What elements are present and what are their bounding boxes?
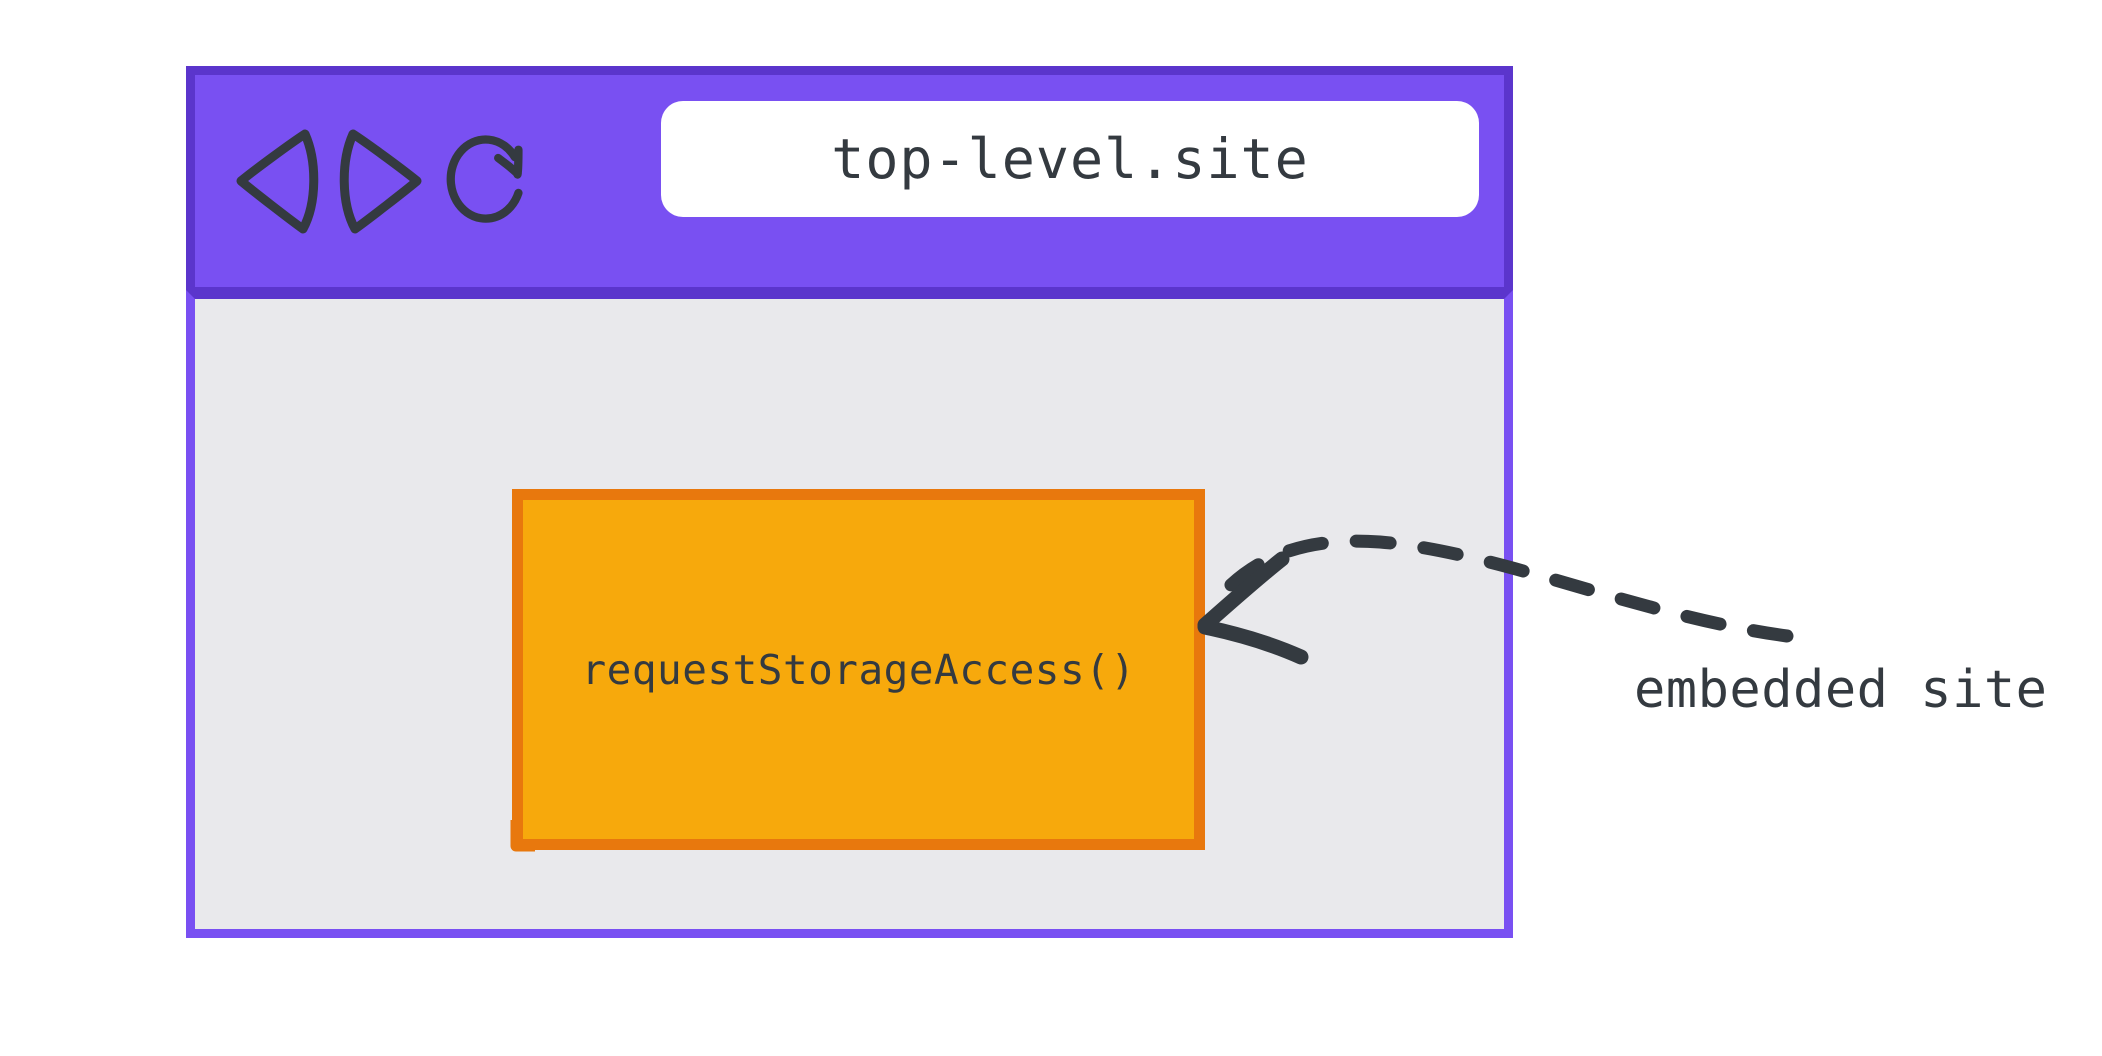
reload-button[interactable]: [443, 121, 535, 241]
annotation-label: embedded site: [1634, 660, 2048, 720]
browser-chrome: top-level.site: [186, 66, 1513, 296]
browser-window: top-level.site: [186, 66, 1513, 938]
reload-icon: [446, 135, 523, 223]
url-text: top-level.site: [831, 127, 1309, 191]
embedded-iframe[interactable]: requestStorageAccess(): [512, 489, 1205, 850]
url-bar[interactable]: top-level.site: [661, 101, 1479, 217]
arrowhead-lower-stroke: [1197, 619, 1309, 665]
back-button[interactable]: [231, 121, 323, 241]
frame-corner-overshoot: [510, 820, 535, 852]
forward-button[interactable]: [335, 121, 427, 241]
embedded-iframe-label: requestStorageAccess(): [581, 645, 1136, 694]
back-icon: [236, 129, 319, 234]
forward-icon: [339, 129, 422, 234]
arrowhead-upper-stroke: [1197, 551, 1290, 633]
dashed-arrow-shaft: [1211, 534, 1794, 643]
